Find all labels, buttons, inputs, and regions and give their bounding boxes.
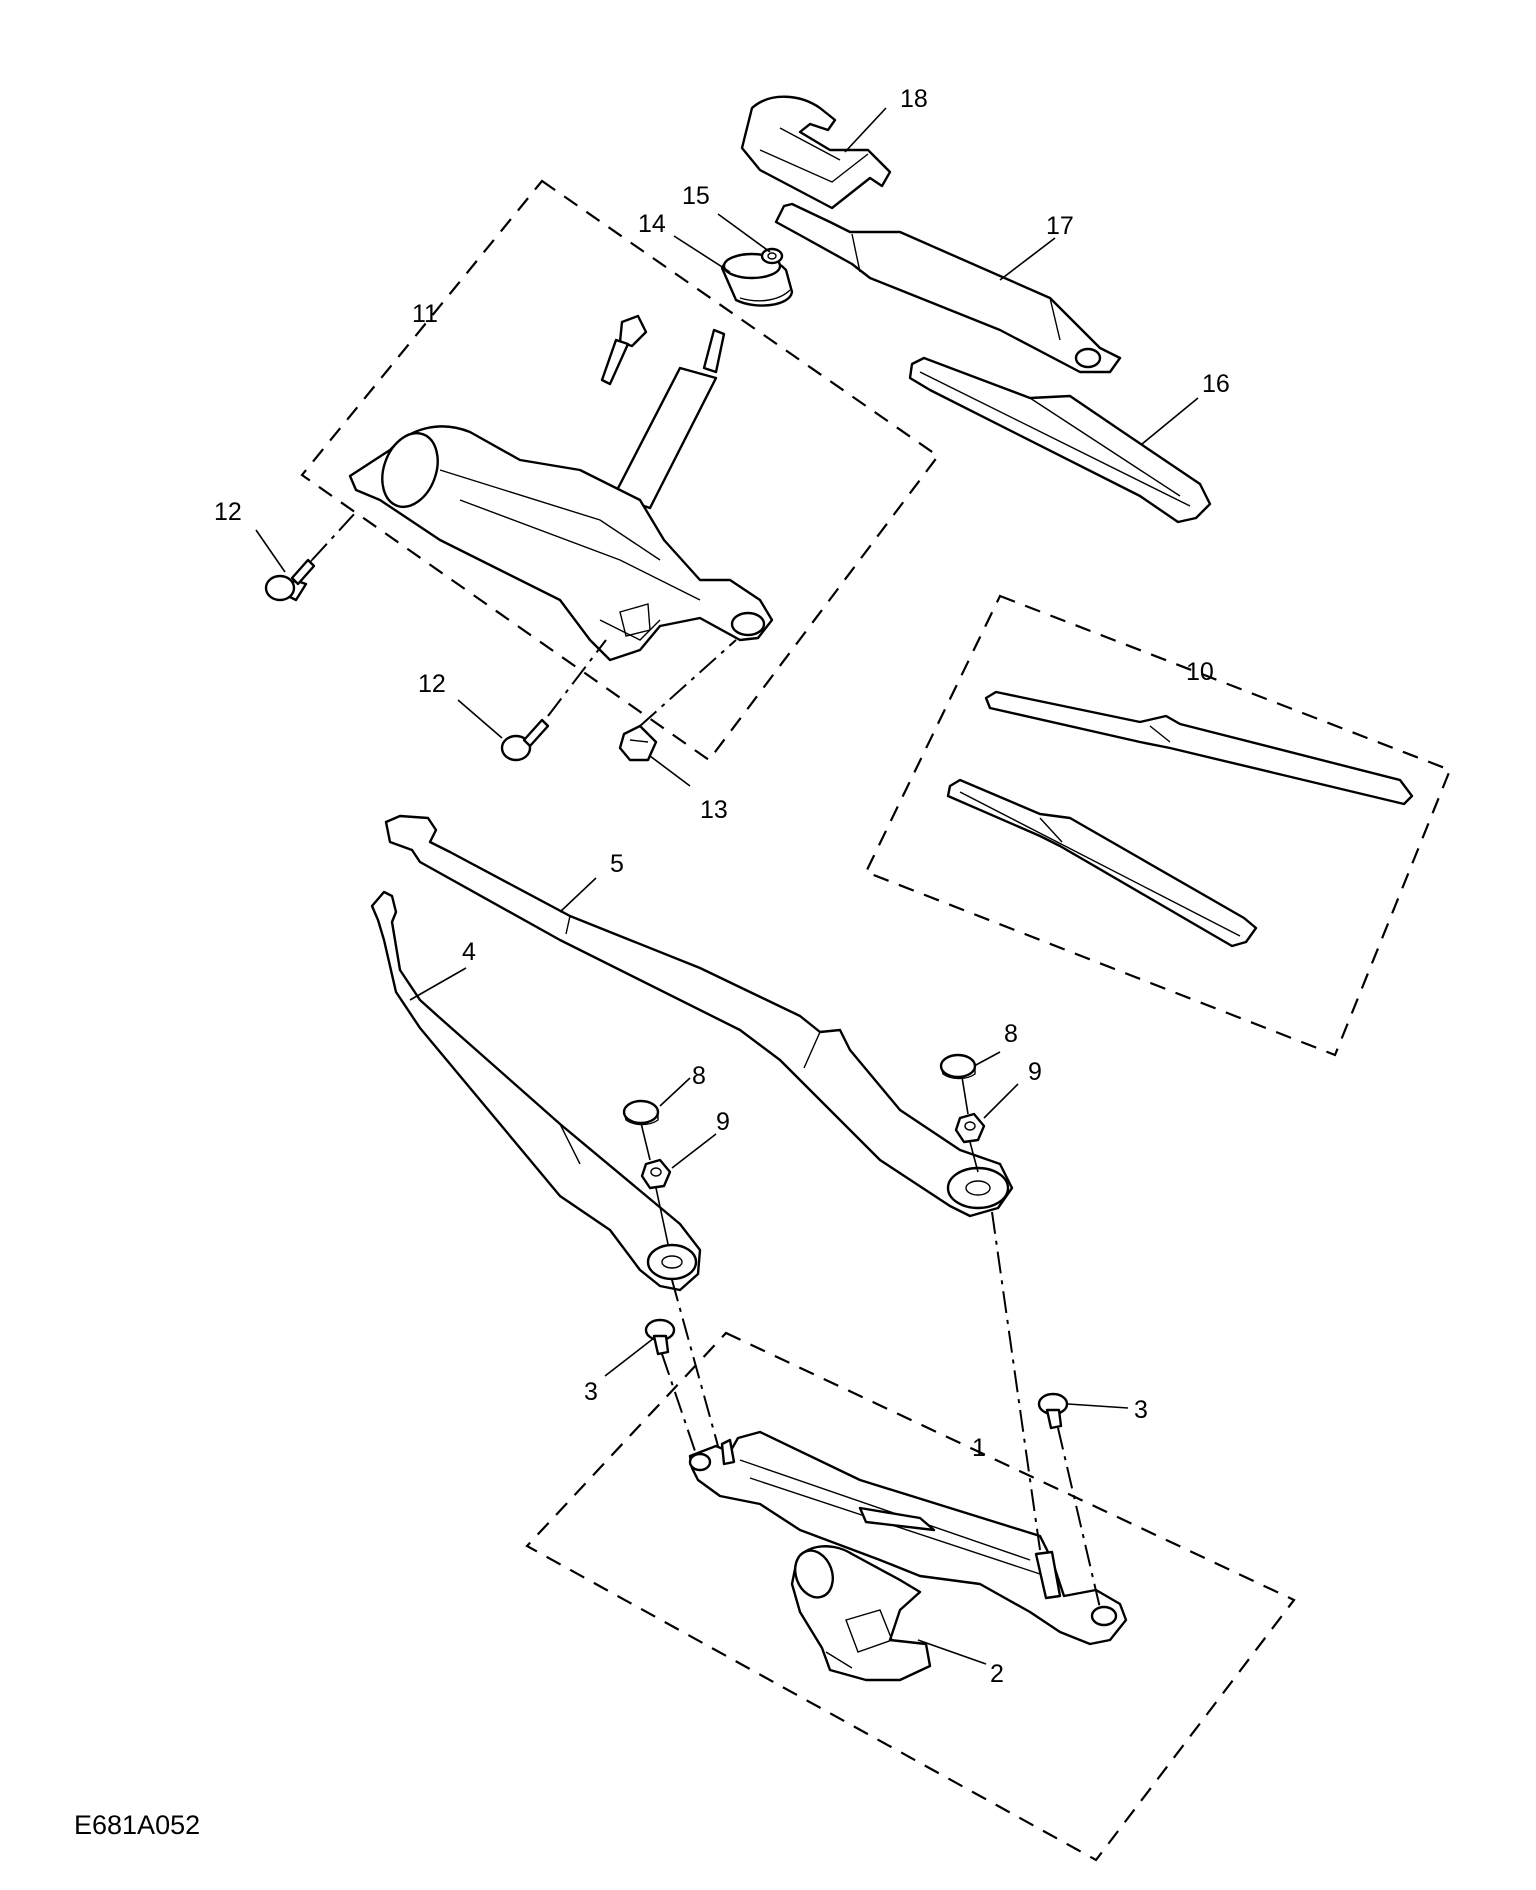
callout-3a: 3 xyxy=(584,1378,598,1406)
front-wiper-motor xyxy=(790,1545,932,1682)
front-wiper-linkage xyxy=(688,1430,1128,1646)
group-outline-rear-wiper-motor xyxy=(300,179,940,762)
rear-motor-bolt-lower xyxy=(500,718,550,762)
assembly-line-arm-left xyxy=(671,1279,719,1447)
spindle-nut-right xyxy=(954,1112,986,1144)
linkage-bolt-right xyxy=(1037,1392,1069,1430)
assembly-line-bolt-lower xyxy=(547,639,607,717)
callout-11: 11 xyxy=(412,300,438,328)
linkage-bolt-left xyxy=(644,1318,676,1356)
assembly-line-bolt-upper xyxy=(311,511,357,561)
callout-17: 17 xyxy=(1046,212,1074,240)
group-outline-front-wiper-linkage xyxy=(525,1331,1296,1862)
callout-8a: 8 xyxy=(692,1062,706,1090)
assembly-line-arm-right xyxy=(991,1211,1041,1551)
front-wiper-blade-lower xyxy=(946,778,1258,948)
callout-8b: 8 xyxy=(1004,1020,1018,1048)
callout-13: 13 xyxy=(700,796,728,824)
rear-wiper-blade xyxy=(908,356,1212,524)
rear-wiper-motor xyxy=(348,314,774,662)
callout-2: 2 xyxy=(990,1660,1004,1688)
assembly-line-bolt-right xyxy=(1057,1427,1101,1609)
rear-motor-bolt-upper xyxy=(264,558,316,602)
front-wiper-arm-driver xyxy=(370,890,702,1292)
callout-12a: 12 xyxy=(214,498,242,526)
callout-10: 10 xyxy=(1186,658,1214,686)
nut-cap-left xyxy=(622,1099,660,1126)
callout-16: 16 xyxy=(1202,370,1230,398)
callout-12b: 12 xyxy=(418,670,446,698)
callout-5: 5 xyxy=(610,850,624,878)
figure-reference-code: E681A052 xyxy=(74,1810,200,1840)
nut-cap-right xyxy=(939,1053,977,1080)
callout-1: 1 xyxy=(972,1434,986,1462)
assembly-line-bolt-left xyxy=(661,1353,697,1455)
rear-wiper-arm-cover xyxy=(740,95,892,210)
washer xyxy=(760,247,784,265)
front-wiper-blade-upper xyxy=(984,690,1414,806)
group-outline-wiper-blades xyxy=(864,594,1452,1057)
callout-9a: 9 xyxy=(716,1108,730,1136)
callout-9b: 9 xyxy=(1028,1058,1042,1086)
assembly-line-nut-insert xyxy=(639,639,737,727)
cap-to-nut-line-right xyxy=(961,1076,969,1115)
callout-14: 14 xyxy=(638,210,666,238)
callout-3b: 3 xyxy=(1134,1396,1148,1424)
leader-lines xyxy=(255,107,1199,1665)
callout-4: 4 xyxy=(462,938,476,966)
grommet xyxy=(720,252,794,307)
nut-cap-left-spindle-line xyxy=(655,1187,669,1245)
cap-to-nut-line-left xyxy=(640,1122,651,1161)
nut-insert xyxy=(618,724,658,762)
spindle-nut-left xyxy=(640,1158,672,1190)
callout-18: 18 xyxy=(900,85,928,113)
nut-cap-right-spindle-line xyxy=(969,1141,979,1173)
callout-15: 15 xyxy=(682,182,710,210)
front-wiper-arm-passenger xyxy=(384,814,1014,1218)
rear-wiper-arm xyxy=(774,202,1122,374)
